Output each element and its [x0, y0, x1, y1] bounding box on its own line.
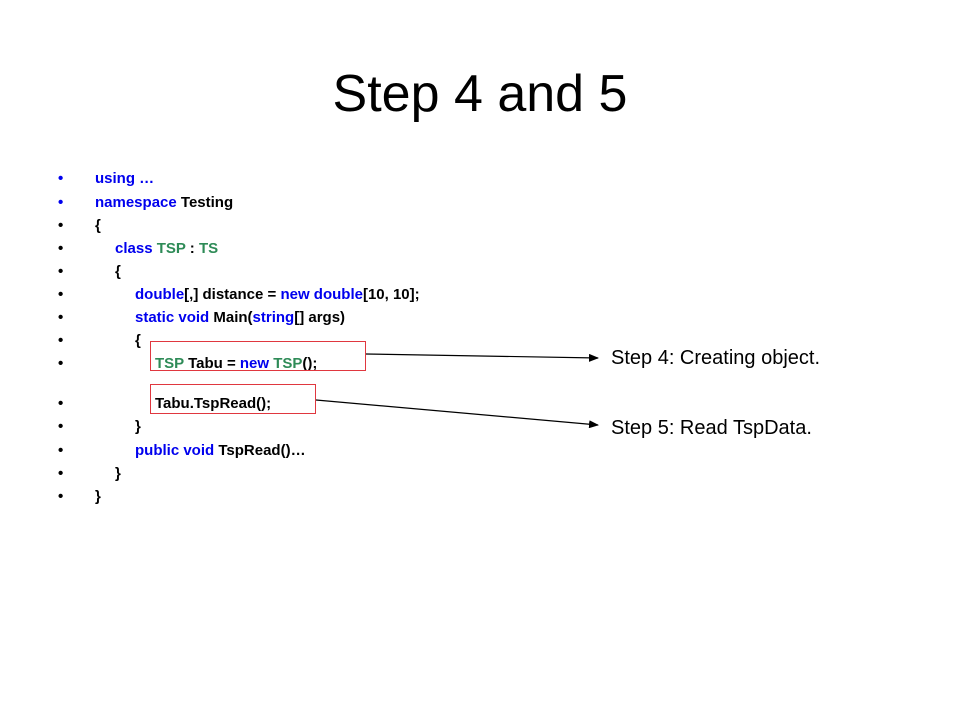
- code-token-keyword: static void: [135, 309, 214, 326]
- code-text: double[,] distance = new double[10, 10];: [135, 284, 420, 306]
- highlight-box-step-4: [150, 341, 366, 371]
- code-token-plain: [10, 10];: [362, 286, 420, 303]
- bullet: •: [58, 418, 64, 435]
- code-token-plain: [] args): [294, 309, 346, 326]
- code-token-keyword: new double: [280, 286, 363, 303]
- code-text: {: [115, 261, 121, 283]
- code-text: static void Main(string[] args): [135, 307, 345, 329]
- code-token-plain: {: [95, 217, 101, 234]
- code-token-plain: Main(: [213, 309, 253, 326]
- code-token-keyword: class: [115, 240, 157, 257]
- code-text: }: [135, 416, 141, 438]
- code-token-plain: Tabu =: [183, 355, 240, 372]
- code-text: Tabu.TspRead();: [155, 393, 271, 415]
- bullet: •: [58, 170, 64, 187]
- code-token-plain: [,] distance =: [184, 286, 281, 303]
- bullet: •: [58, 286, 64, 303]
- bullet: •: [58, 332, 64, 349]
- step-4-label: Step 4: Creating object.: [611, 347, 821, 369]
- code-token-type: TSP: [156, 240, 186, 257]
- code-token-plain: }: [115, 465, 121, 482]
- code-token-plain: Testing: [180, 194, 234, 211]
- bullet: •: [58, 263, 64, 280]
- code-text: }: [95, 486, 101, 508]
- bullet: •: [58, 309, 64, 326]
- code-token-plain: TspRead()…: [218, 442, 306, 459]
- code-text: {: [135, 330, 141, 352]
- code-token-type: TSP: [155, 355, 184, 372]
- code-listing: • using … • namespace Testing • { • class TSP :…: [0, 0, 600, 520]
- code-token-type: TSP: [273, 355, 303, 372]
- bullet: •: [58, 395, 64, 412]
- bullet: •: [58, 194, 64, 211]
- code-text: namespace Testing: [95, 192, 233, 214]
- highlight-box-step-5: [150, 384, 316, 414]
- code-text: {: [95, 215, 101, 237]
- code-text: using …: [95, 168, 154, 190]
- code-token-type: TS: [198, 240, 219, 257]
- step-5-label: Step 5: Read TspData.: [611, 417, 812, 439]
- code-token-plain: Tabu.TspRead();: [155, 395, 272, 412]
- code-token-keyword: using …: [95, 170, 155, 187]
- code-token-plain: }: [135, 418, 141, 435]
- arrow-step-4: [365, 353, 599, 362]
- bullet: •: [58, 488, 64, 505]
- code-text: public void TspRead()…: [135, 440, 306, 462]
- bullet: •: [58, 240, 64, 257]
- slide-title: Step 4 and 5: [332, 65, 628, 123]
- bullet: •: [58, 442, 64, 459]
- code-token-plain: {: [135, 332, 141, 349]
- code-token-keyword: new: [239, 355, 274, 372]
- code-token-keyword: double: [135, 286, 185, 303]
- code-token-plain: :: [185, 240, 199, 257]
- code-text: }: [115, 463, 121, 485]
- code-token-plain: {: [115, 263, 121, 280]
- bullet: •: [58, 217, 64, 234]
- arrow-step-5: [315, 399, 599, 429]
- code-token-keyword: string: [252, 309, 295, 326]
- code-token-plain: ();: [302, 355, 318, 372]
- code-token-keyword: namespace: [95, 194, 181, 211]
- code-token-keyword: public void: [135, 442, 219, 459]
- code-token-plain: }: [95, 488, 101, 505]
- code-text: TSP Tabu = new TSP();: [155, 353, 317, 375]
- bullet: •: [58, 355, 64, 372]
- bullet: •: [58, 465, 64, 482]
- code-text: class TSP : TS: [115, 238, 218, 260]
